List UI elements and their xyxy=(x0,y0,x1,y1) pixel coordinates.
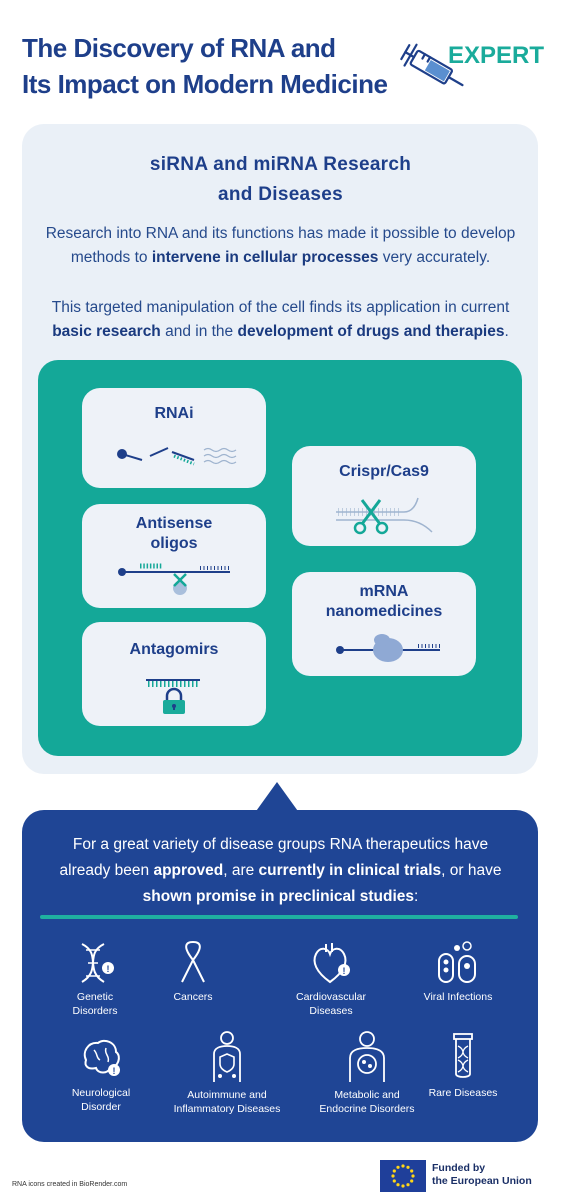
syringe-icon xyxy=(400,43,464,87)
metabolic-label-line-2: Endocrine Disorders xyxy=(319,1103,415,1115)
card-antisense-oligos: Antisense oligos xyxy=(82,504,266,608)
neuro-label-line-2: Disorder xyxy=(81,1101,121,1113)
para2-text-c: . xyxy=(504,323,509,340)
genetic-label: Genetic Disorders xyxy=(30,990,160,1018)
cancers-label: Cancers xyxy=(173,991,213,1003)
disease-neurological: ! Neurological Disorder xyxy=(36,1036,166,1114)
para2-bold-2: development of drugs and therapies xyxy=(237,323,505,340)
therapeutics-text-d: : xyxy=(414,888,419,905)
divider-line xyxy=(40,915,518,919)
svg-text:!: ! xyxy=(113,1066,116,1076)
techniques-box: RNAi Antisense oligos Antagom xyxy=(38,360,522,756)
title-line-2: Its Impact on Modern Medicine xyxy=(22,69,388,99)
card-crispr-cas9: Crispr/Cas9 xyxy=(292,446,476,546)
cardio-label: Cardiovascular Diseases xyxy=(266,990,396,1018)
cardio-label-line-2: Diseases xyxy=(309,1005,353,1017)
genetic-label-line-1: Genetic xyxy=(76,991,114,1003)
antisense-label-line-1: Antisense xyxy=(135,515,213,532)
disease-rare: Rare Diseases xyxy=(398,1032,528,1100)
para2-bold-1: basic research xyxy=(52,323,161,340)
para2-text-a: This targeted manipulation of the cell f… xyxy=(51,299,510,316)
expert-badge: EXPERT xyxy=(448,42,545,69)
disease-metabolic: Metabolic and Endocrine Disorders xyxy=(302,1030,432,1116)
disease-viral: Viral Infections xyxy=(393,940,523,1004)
para1-text-a: Research into RNA and its functions has … xyxy=(45,225,516,266)
viral-label: Viral Infections xyxy=(423,991,493,1003)
dna-icon: ! xyxy=(81,943,114,983)
neuro-label-line-1: Neurological xyxy=(71,1087,131,1099)
body-shield-icon xyxy=(213,1031,241,1082)
eu-funding-badge: Funded by the European Union xyxy=(380,1160,548,1192)
disease-cancers: Cancers xyxy=(128,940,258,1004)
rare-label: Rare Diseases xyxy=(428,1087,498,1099)
cardio-label-line-1: Cardiovascular xyxy=(295,991,367,1003)
antagomir-lock-icon xyxy=(146,679,200,714)
therapeutics-text-a: For a great variety of disease groups RN… xyxy=(59,836,489,879)
intro-paragraph-1: Research into RNA and its functions has … xyxy=(40,222,521,270)
therapeutics-bold-trials: currently in clinical trials xyxy=(258,862,442,879)
metabolic-body-icon xyxy=(349,1031,385,1082)
section-heading-line-2: and Diseases xyxy=(217,184,344,205)
crispr-label: Crispr/Cas9 xyxy=(339,463,429,480)
card-antagomirs: Antagomirs xyxy=(82,622,266,726)
neuro-label: Neurological Disorder xyxy=(36,1086,166,1114)
genetic-label-line-2: Disorders xyxy=(72,1005,118,1017)
para1-text-b: very accurately. xyxy=(378,249,491,266)
antisense-label-line-2: oligos xyxy=(150,535,198,552)
therapeutics-bold-approved: approved xyxy=(153,862,224,879)
metabolic-label: Metabolic and Endocrine Disorders xyxy=(302,1088,432,1116)
rnai-icon xyxy=(117,447,237,466)
mrna-label-line-2: nanomedicines xyxy=(325,603,443,620)
mrna-label: mRNA nanomedicines xyxy=(292,582,476,622)
section-heading: siRNA and miRNA Research and Diseases xyxy=(0,150,561,210)
rnai-label: RNAi xyxy=(154,405,194,422)
svg-text:!: ! xyxy=(343,966,346,976)
eu-funding-text: Funded by the European Union xyxy=(432,1162,552,1188)
para1-bold: intervene in cellular processes xyxy=(151,249,379,266)
antisense-label: Antisense oligos xyxy=(82,514,266,554)
disease-autoimmune: Autoimmune and Inflammatory Diseases xyxy=(162,1030,292,1116)
eu-funding-line-1: Funded by xyxy=(432,1162,486,1174)
autoimmune-label: Autoimmune and Inflammatory Diseases xyxy=(162,1088,292,1116)
brain-icon: ! xyxy=(83,1039,120,1076)
disease-cardiovascular: ! Cardiovascular Diseases xyxy=(266,940,396,1018)
biorender-credit: RNA icons created in BioRender.com xyxy=(12,1181,128,1188)
crispr-scissors-icon xyxy=(336,497,433,535)
para2-text-b: and in the xyxy=(160,323,238,340)
title-line-1: The Discovery of RNA and xyxy=(22,33,336,63)
section-heading-line-1: siRNA and miRNA Research xyxy=(149,154,412,175)
ribbon-icon xyxy=(181,940,205,983)
eu-flag-icon xyxy=(380,1160,426,1192)
pointer-arrow xyxy=(254,782,300,814)
test-tube-icon xyxy=(453,1033,473,1078)
metabolic-label-line-1: Metabolic and xyxy=(334,1089,400,1101)
virus-icon xyxy=(438,941,476,983)
antisense-icon xyxy=(118,563,230,595)
autoimmune-label-line-2: Inflammatory Diseases xyxy=(173,1103,281,1115)
autoimmune-label-line-1: Autoimmune and xyxy=(187,1089,267,1101)
page-title: The Discovery of RNA and Its Impact on M… xyxy=(22,30,402,102)
card-rnai: RNAi xyxy=(82,388,266,488)
intro-paragraph-2: This targeted manipulation of the cell f… xyxy=(40,296,521,344)
disease-genetic: ! Genetic Disorders xyxy=(30,940,160,1018)
svg-text:!: ! xyxy=(107,964,110,974)
therapeutics-text-b: , are xyxy=(223,862,259,879)
therapeutics-text-c: , or have xyxy=(441,862,502,879)
antagomirs-label: Antagomirs xyxy=(129,641,219,658)
mrna-ribosome-icon xyxy=(336,634,440,662)
therapeutics-bold-preclinical: shown promise in preclinical studies xyxy=(142,888,414,905)
card-mrna-nanomedicines: mRNA nanomedicines xyxy=(292,572,476,676)
eu-funding-line-2: the European Union xyxy=(432,1175,532,1187)
mrna-label-line-1: mRNA xyxy=(359,583,409,600)
heart-icon: ! xyxy=(313,943,350,984)
therapeutics-text: For a great variety of disease groups RN… xyxy=(50,832,511,910)
